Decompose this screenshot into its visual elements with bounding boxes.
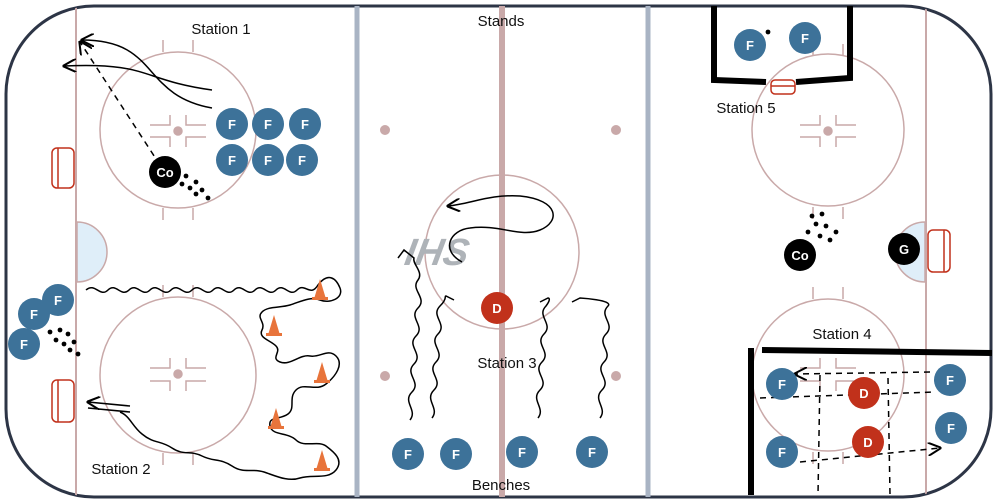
forward-player: F — [18, 298, 50, 330]
forward-player: F — [252, 144, 284, 176]
svg-text:F: F — [801, 31, 809, 46]
station2-label: Station 2 — [91, 461, 150, 478]
hockey-net-icon — [927, 229, 951, 273]
svg-text:G: G — [899, 242, 909, 257]
hockey-net-icon — [51, 147, 75, 189]
station5-label: Station 5 — [716, 100, 775, 117]
forward-player: F — [935, 412, 967, 444]
rink-boards — [4, 4, 993, 499]
traffic-cone-icon — [314, 362, 330, 383]
svg-text:F: F — [20, 337, 28, 352]
forward-player: F — [289, 108, 321, 140]
coach-marker: Co — [784, 239, 816, 271]
defense-player: D — [848, 377, 880, 409]
svg-text:Co: Co — [791, 248, 808, 263]
forward-player: F — [789, 22, 821, 54]
puck-icon — [805, 211, 839, 243]
forward-player: F — [766, 436, 798, 468]
traffic-cone-icon — [312, 279, 328, 300]
station1-label: Station 1 — [191, 21, 250, 38]
benches-label: Benches — [472, 477, 530, 494]
forward-player: F — [216, 144, 248, 176]
forward-player: F — [934, 364, 966, 396]
center-logo: IHS — [402, 231, 473, 274]
puck-icon — [765, 29, 771, 35]
station4-walls — [748, 347, 993, 495]
forward-player: F — [734, 29, 766, 61]
faceoff-circle-bottom-left — [99, 285, 257, 465]
puck-icon — [47, 327, 81, 357]
svg-text:D: D — [859, 386, 868, 401]
forward-player: F — [576, 436, 608, 468]
svg-text:F: F — [746, 38, 754, 53]
station1-paths — [64, 40, 213, 166]
forward-player: F — [766, 368, 798, 400]
forward-player: F — [286, 144, 318, 176]
forward-player: F — [252, 108, 284, 140]
faceoff-dot — [611, 371, 621, 381]
station3-label: Station 3 — [477, 355, 536, 372]
goalie-marker: G — [888, 233, 920, 265]
svg-text:F: F — [452, 447, 460, 462]
defense-player: D — [481, 292, 513, 324]
station5-walls — [711, 6, 853, 85]
forward-player: F — [440, 438, 472, 470]
svg-text:F: F — [404, 447, 412, 462]
forward-player: F — [8, 328, 40, 360]
svg-text:F: F — [301, 117, 309, 132]
defense-player: D — [852, 426, 884, 458]
station2-paths — [85, 276, 342, 481]
faceoff-dot — [380, 125, 390, 135]
svg-text:F: F — [298, 153, 306, 168]
svg-text:F: F — [518, 445, 526, 460]
svg-text:F: F — [946, 373, 954, 388]
svg-text:F: F — [778, 377, 786, 392]
hockey-net-icon — [770, 79, 796, 95]
svg-text:F: F — [30, 307, 38, 322]
svg-text:F: F — [264, 153, 272, 168]
forward-player: F — [42, 284, 74, 316]
station3-paths — [397, 195, 610, 421]
left-crease — [76, 221, 108, 283]
station4-label: Station 4 — [812, 326, 871, 343]
svg-text:F: F — [228, 117, 236, 132]
svg-text:D: D — [492, 301, 501, 316]
hockey-net-icon — [51, 379, 75, 423]
players: F F F F F F Co F F F D F F F F F F Co G … — [8, 22, 967, 470]
traffic-cone-icon — [314, 450, 330, 471]
forward-player: F — [216, 108, 248, 140]
coach-marker: Co — [149, 156, 181, 188]
traffic-cone-icon — [268, 408, 284, 429]
svg-text:Co: Co — [156, 165, 173, 180]
traffic-cone-icon — [266, 315, 282, 336]
faceoff-dot — [380, 371, 390, 381]
svg-text:F: F — [778, 445, 786, 460]
svg-text:F: F — [228, 153, 236, 168]
forward-player: F — [506, 436, 538, 468]
center-circle — [424, 174, 580, 330]
forward-player: F — [392, 438, 424, 470]
svg-text:F: F — [54, 293, 62, 308]
svg-text:D: D — [863, 435, 872, 450]
svg-text:F: F — [947, 421, 955, 436]
svg-text:F: F — [264, 117, 272, 132]
stands-label: Stands — [478, 13, 525, 30]
svg-text:F: F — [588, 445, 596, 460]
faceoff-dot — [611, 125, 621, 135]
